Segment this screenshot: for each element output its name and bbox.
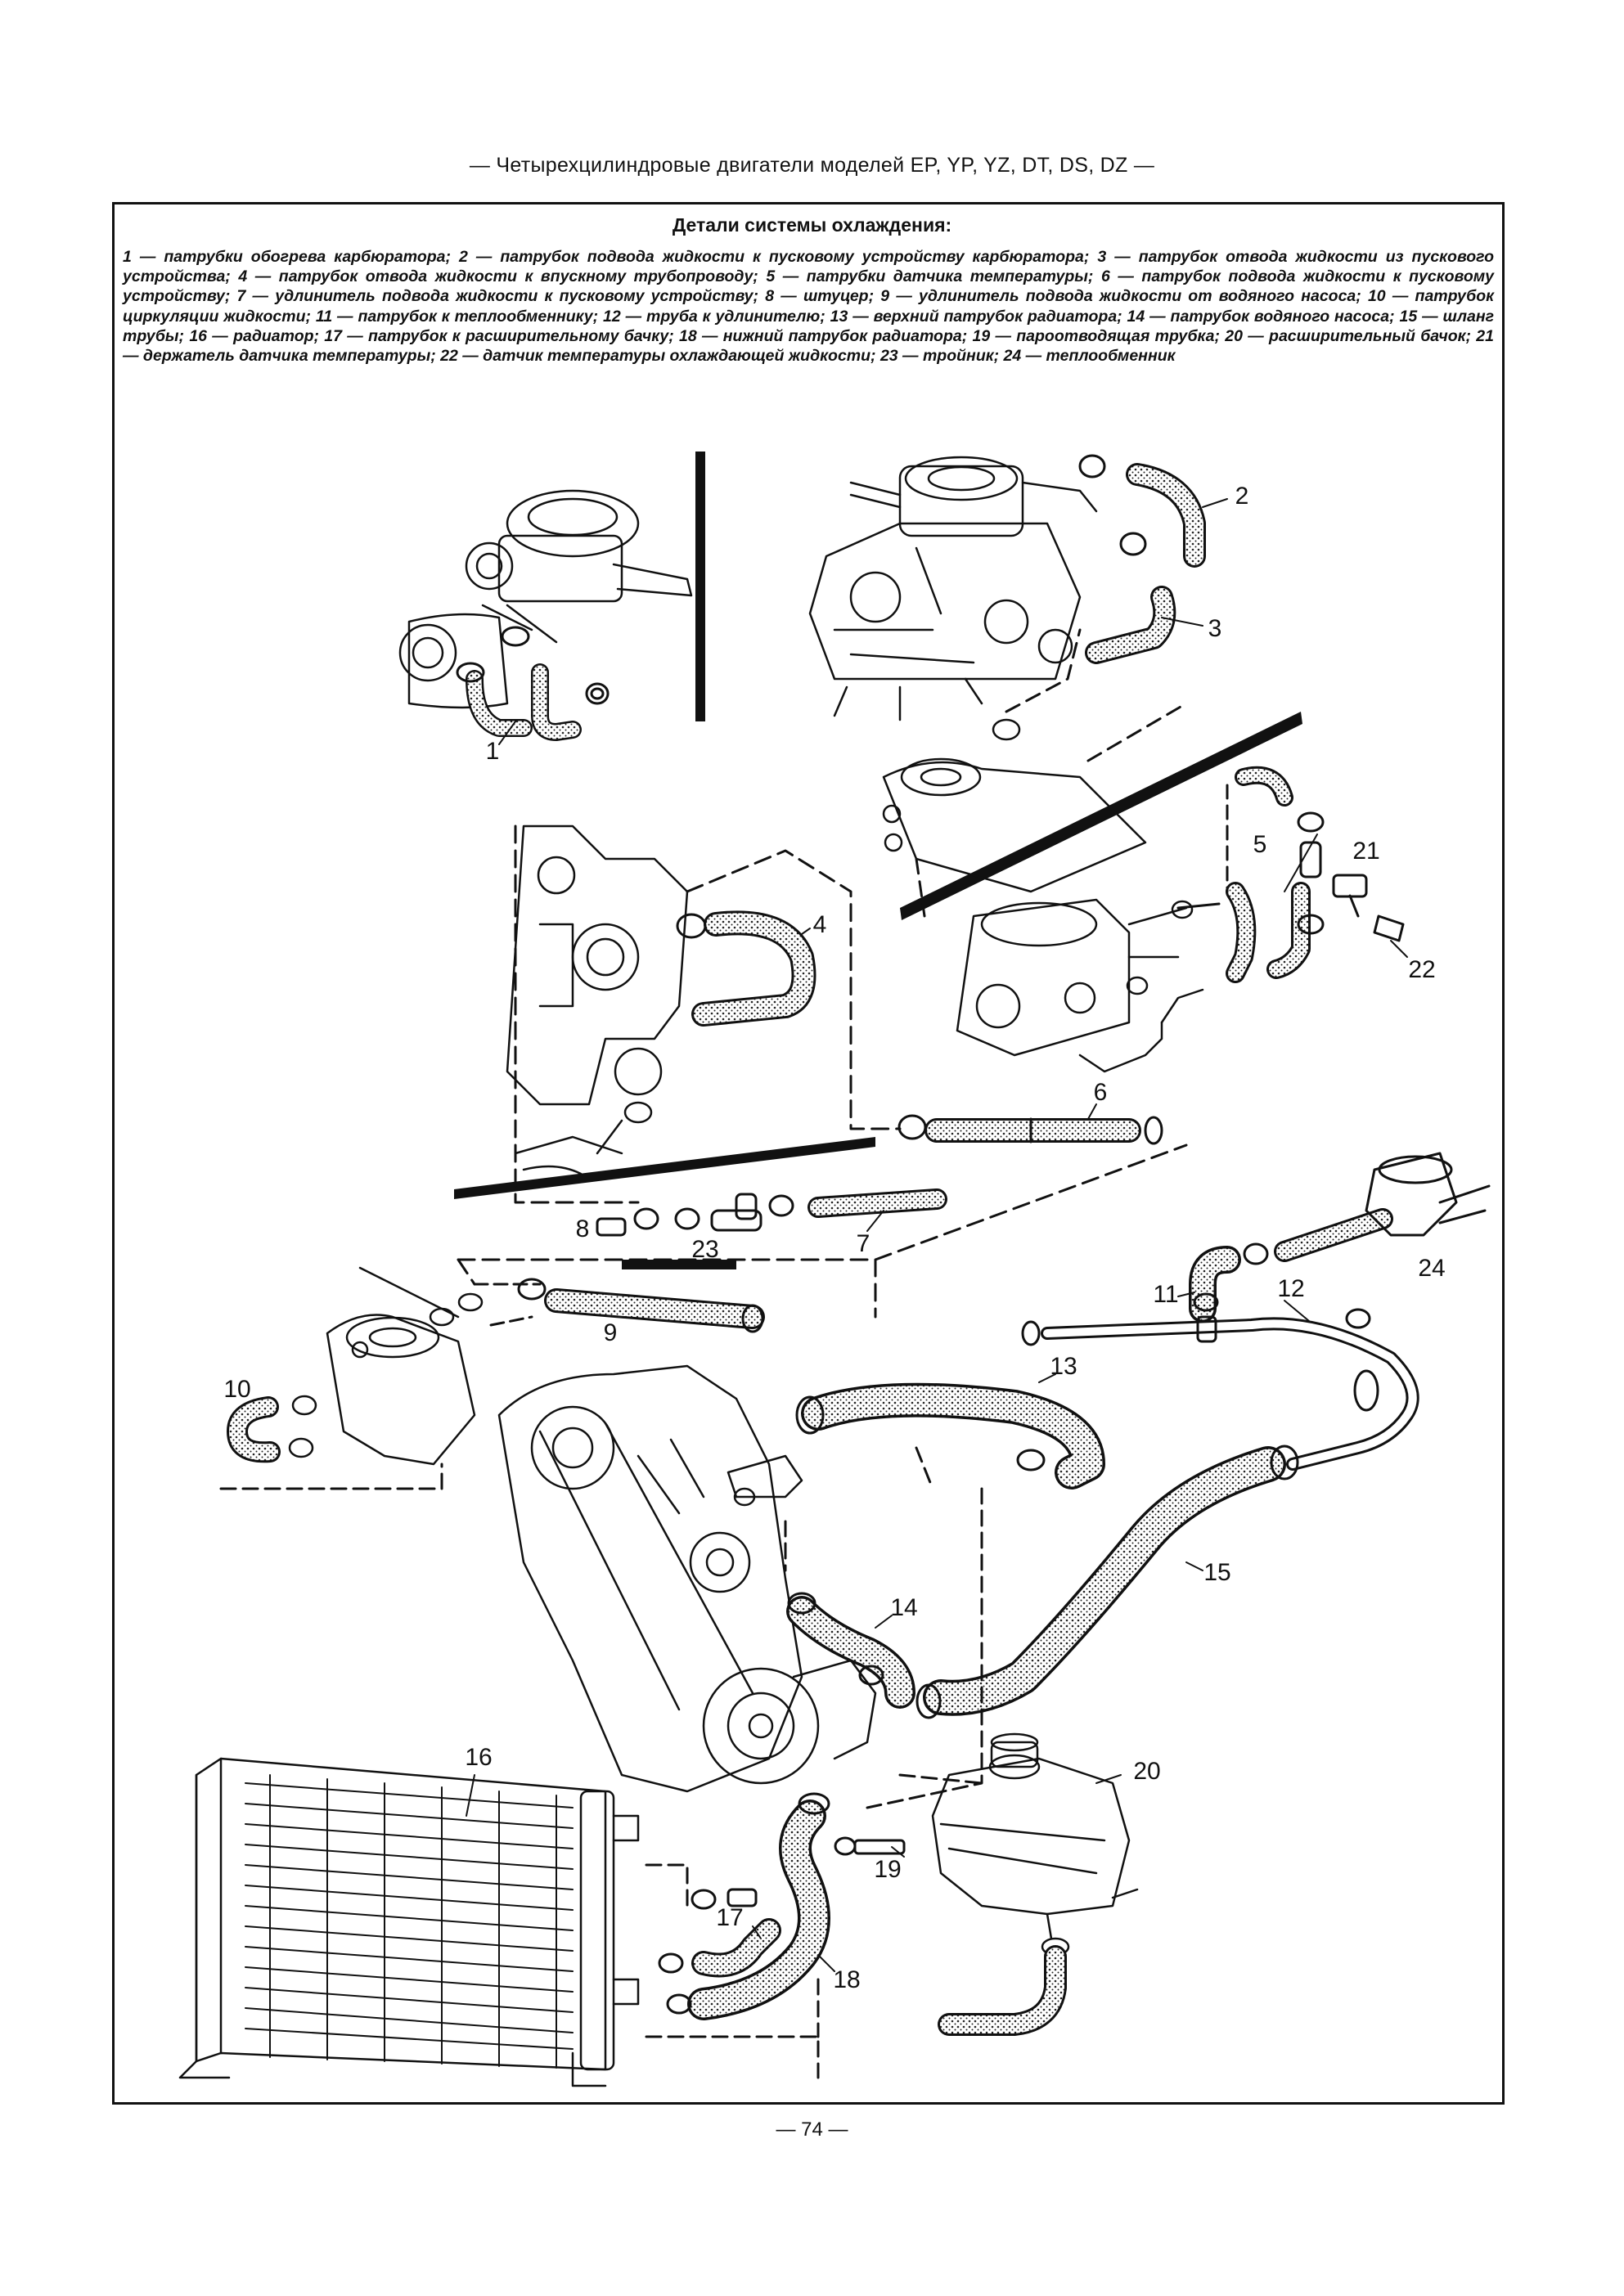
water-outlet (288, 1266, 484, 1466)
dashed-radiator (645, 1773, 983, 2079)
figure-title: Детали системы охлаждения: (672, 214, 952, 236)
separator-bar-vertical (695, 452, 705, 721)
hose-14 (786, 1592, 915, 1709)
dashed-link-top (915, 628, 1188, 918)
leader-line-13 (1038, 1373, 1056, 1383)
cooling-system-diagram: 1 2 3 4 5 6 7 8 9 10 11 12 13 14 15 16 1… (178, 452, 1491, 2087)
callout-22: 22 (1408, 956, 1435, 983)
leader-line-1 (498, 721, 516, 745)
figure-frame (112, 202, 1505, 2105)
callout-13: 13 (1050, 1353, 1077, 1380)
leader-line-16 (466, 1774, 475, 1817)
separator-bar-diagonal (900, 712, 1302, 920)
hose-15 (915, 1445, 1299, 1719)
engine-front-pump (497, 1364, 877, 1793)
callout-24: 24 (1418, 1255, 1445, 1282)
callout-7: 7 (857, 1230, 870, 1257)
tank-outlet-hose (938, 1945, 1067, 2036)
callout-1: 1 (486, 738, 500, 765)
dashed-box-4 (514, 824, 902, 1204)
hose-6 (897, 1114, 1163, 1145)
leader-line-5 (1284, 833, 1318, 892)
callout-6: 6 (1094, 1079, 1108, 1106)
radiator-16 (178, 1757, 640, 2087)
callout-3: 3 (1208, 615, 1222, 642)
leader-line-7 (866, 1210, 884, 1232)
page-number: — 74 — (776, 2119, 848, 2141)
callout-20: 20 (1133, 1758, 1160, 1785)
callout-17: 17 (716, 1904, 743, 1931)
startup-hoses-2-3 (1078, 454, 1206, 664)
leader-line-22 (1390, 940, 1408, 958)
callout-8: 8 (576, 1215, 590, 1242)
callout-19: 19 (874, 1856, 901, 1883)
expansion-tank-20 (931, 1732, 1139, 1957)
figure-legend: 1 — патрубки обогрева карбюратора; 2 — п… (123, 248, 1494, 366)
hose-9 (517, 1278, 765, 1333)
carburettor-middle (956, 898, 1204, 1073)
hose-4 (676, 910, 816, 1027)
callout-10: 10 (223, 1376, 250, 1403)
separator-bar-lower (622, 1260, 736, 1269)
callout-16: 16 (465, 1744, 492, 1771)
leader-line-20 (1095, 1774, 1122, 1784)
fittings-8-23-7 (596, 1188, 947, 1237)
engine-block-upper (506, 824, 689, 1175)
leader-line-17 (752, 1925, 762, 1939)
leader-line-15 (1185, 1561, 1203, 1571)
leader-line-4 (801, 928, 811, 935)
dashed-10 (219, 1463, 443, 1490)
callout-5: 5 (1253, 831, 1267, 858)
intake-flange (882, 718, 1147, 893)
hose-10 (227, 1396, 281, 1463)
callout-2: 2 (1235, 483, 1249, 510)
sensor-group (1176, 766, 1405, 983)
callout-21: 21 (1352, 838, 1379, 865)
carburettor-right (808, 456, 1098, 721)
leader-line-12 (1284, 1300, 1310, 1322)
leader-line-6 (1087, 1103, 1097, 1120)
callout-11: 11 (1153, 1281, 1178, 1308)
carburettor-left (398, 489, 693, 709)
leader-line-14 (875, 1615, 893, 1629)
hose-13 (795, 1382, 1105, 1489)
callout-4: 4 (813, 911, 827, 938)
carburettor-heating-hoses (456, 626, 610, 741)
dashed-tray (457, 1144, 1188, 1319)
separator-bar-middle (454, 1137, 875, 1199)
hose-18 (687, 1792, 830, 2020)
running-header: — Четырехцилиндровые двигатели моделей E… (469, 154, 1155, 177)
leader-line-2 (1202, 498, 1228, 508)
callout-14: 14 (890, 1594, 917, 1621)
dashed-9 (473, 1283, 542, 1327)
pipe-12 (1021, 1292, 1419, 1471)
leader-line-3 (1161, 617, 1203, 627)
callout-15: 15 (1203, 1559, 1230, 1586)
callout-12: 12 (1277, 1275, 1304, 1302)
callout-9: 9 (604, 1319, 618, 1346)
leader-line-18 (817, 1954, 835, 1972)
hose-11 (1189, 1242, 1269, 1323)
small-fittings-lower (658, 1836, 906, 2015)
leader-line-11 (1177, 1292, 1195, 1297)
hose-17 (691, 1918, 781, 1978)
callout-18: 18 (833, 1966, 860, 1993)
callout-23: 23 (691, 1236, 718, 1263)
heat-exchanger-24 (1274, 1152, 1491, 1262)
radiator-core (245, 1774, 574, 2069)
leader-line-19 (891, 1846, 905, 1858)
